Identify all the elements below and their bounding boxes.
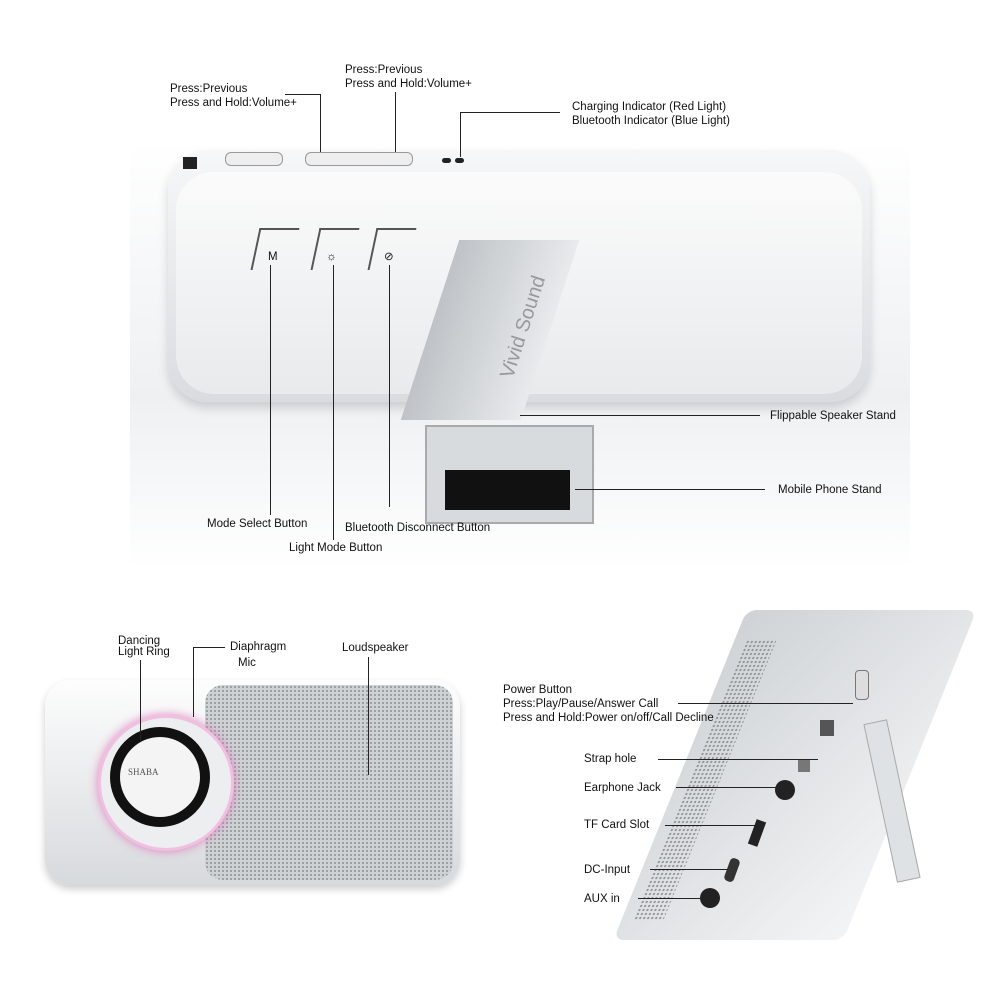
bt-disconnect-label: Bluetooth Disconnect Button — [345, 522, 491, 534]
prev-left-line1: Press:Previous — [170, 83, 248, 95]
strap-hole-label: Strap hole — [584, 753, 637, 765]
phone-stand-label: Mobile Phone Stand — [778, 484, 882, 496]
brand-logo: SHABA — [128, 767, 159, 777]
side-switch — [798, 760, 810, 772]
power-line3: Press and Hold:Power on/off/Call Decline — [503, 712, 714, 724]
earphone-jack — [775, 780, 795, 800]
prev-right-line2: Press and Hold:Volume+ — [345, 78, 472, 90]
loudspeaker-label: Loudspeaker — [342, 642, 409, 654]
light-glyph: ☼ — [326, 251, 337, 263]
power-line2: Press:Play/Pause/Answer Call — [503, 698, 659, 710]
bluetooth-glyph: ⊘ — [384, 251, 394, 263]
earphone-jack-label: Earphone Jack — [584, 782, 661, 794]
power-line1: Power Button — [503, 684, 573, 696]
mode-select-label: Mode Select Button — [207, 518, 308, 530]
mic-label: Mic — [238, 657, 256, 669]
volume-button[interactable] — [305, 152, 413, 166]
side-power-button[interactable] — [855, 670, 869, 700]
dc-input-label: DC-Input — [584, 864, 631, 876]
charging-indicator — [442, 158, 451, 163]
flippable-stand-label: Flippable Speaker Stand — [770, 410, 896, 422]
diaphragm-label: Diaphragm — [230, 641, 287, 653]
indicator-line1: Charging Indicator (Red Light) — [572, 101, 727, 113]
tf-slot-label: TF Card Slot — [584, 819, 650, 831]
ring-center — [120, 737, 200, 817]
indicator-line2: Bluetooth Indicator (Blue Light) — [572, 115, 730, 127]
strap-hole — [183, 157, 197, 169]
aux-in-label: AUX in — [584, 893, 620, 905]
light-ring-line1: Dancing — [118, 635, 161, 647]
phone-stand-pad — [445, 470, 570, 510]
light-ring-line2: Light Ring — [118, 646, 170, 658]
power-button[interactable] — [225, 152, 283, 166]
prev-left-line2: Press and Hold:Volume+ — [170, 97, 297, 109]
prev-right-line1: Press:Previous — [345, 64, 423, 76]
light-mode-label: Light Mode Button — [289, 542, 383, 554]
side-strap-hole — [820, 720, 834, 736]
bluetooth-indicator — [455, 158, 464, 163]
mode-glyph: M — [268, 251, 278, 263]
aux-in-port — [700, 888, 720, 908]
loudspeaker-grill — [205, 685, 453, 880]
